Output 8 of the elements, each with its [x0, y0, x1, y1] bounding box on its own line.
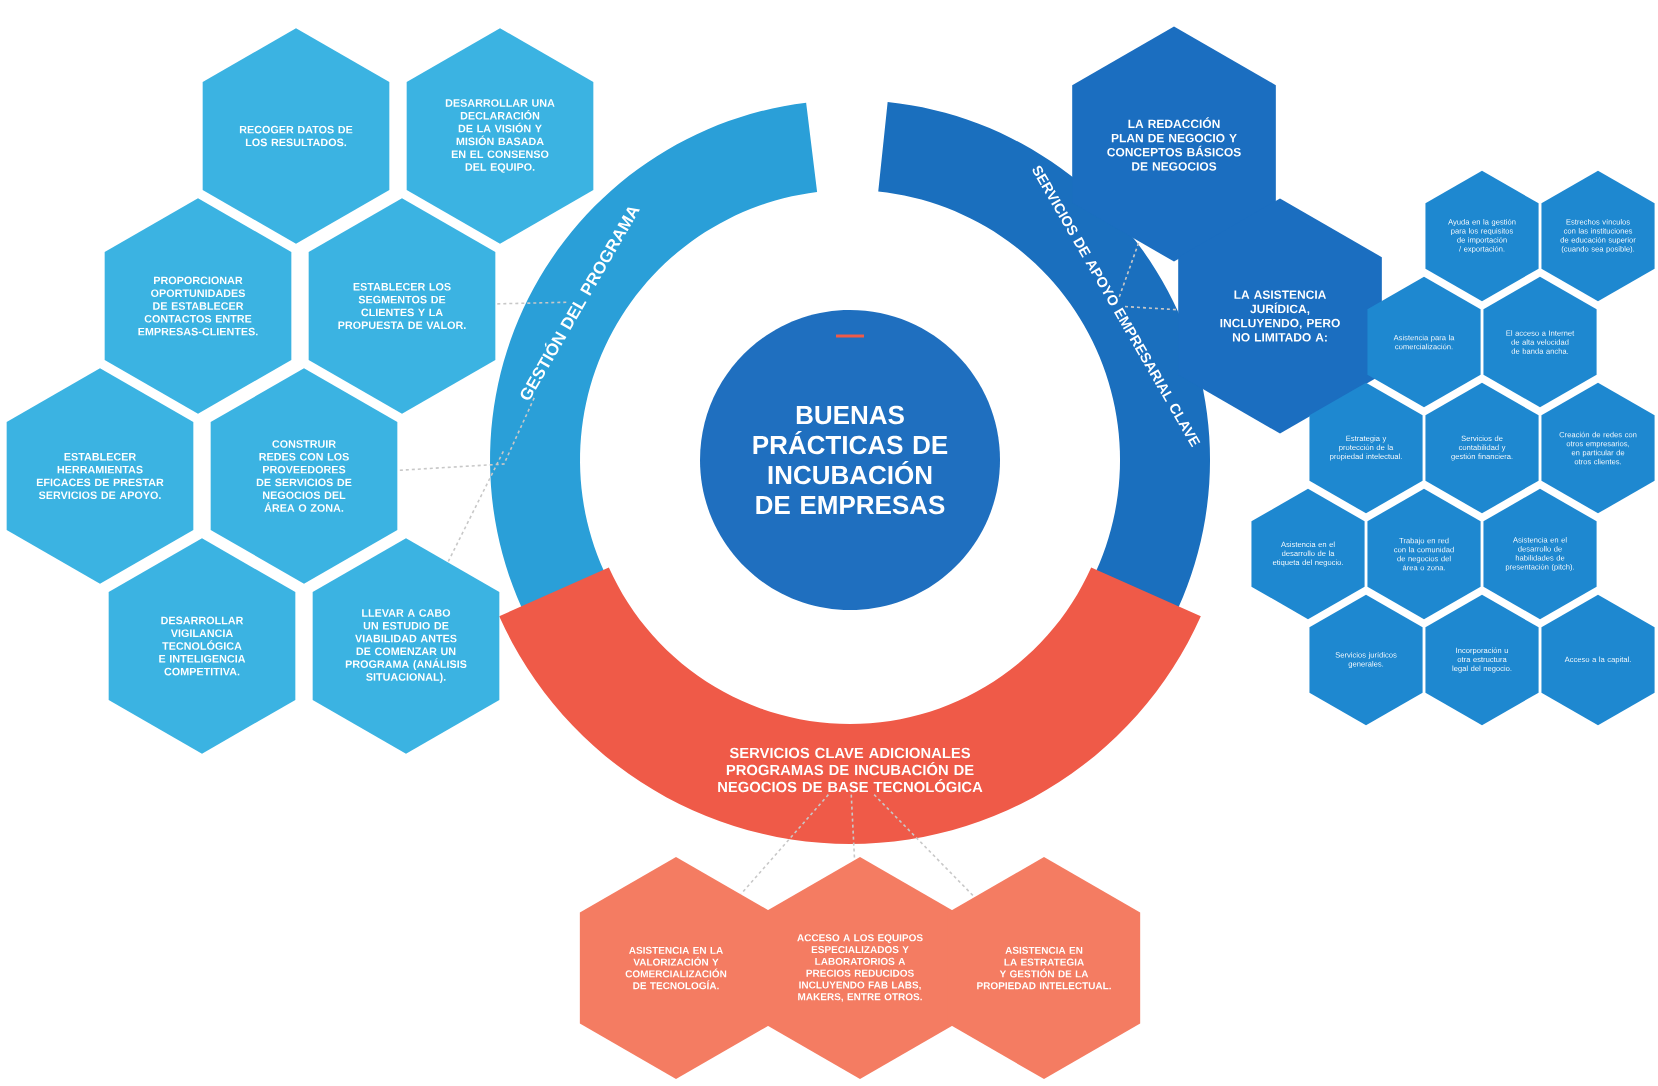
- connector-line: [494, 301, 568, 305]
- connector-line: [447, 450, 505, 563]
- connector-line: [1124, 305, 1179, 311]
- connector-line: [740, 793, 830, 895]
- connector-line: [873, 793, 976, 898]
- connector-line: [850, 793, 856, 861]
- connector-line: [396, 397, 535, 472]
- connector-line: [1118, 241, 1140, 298]
